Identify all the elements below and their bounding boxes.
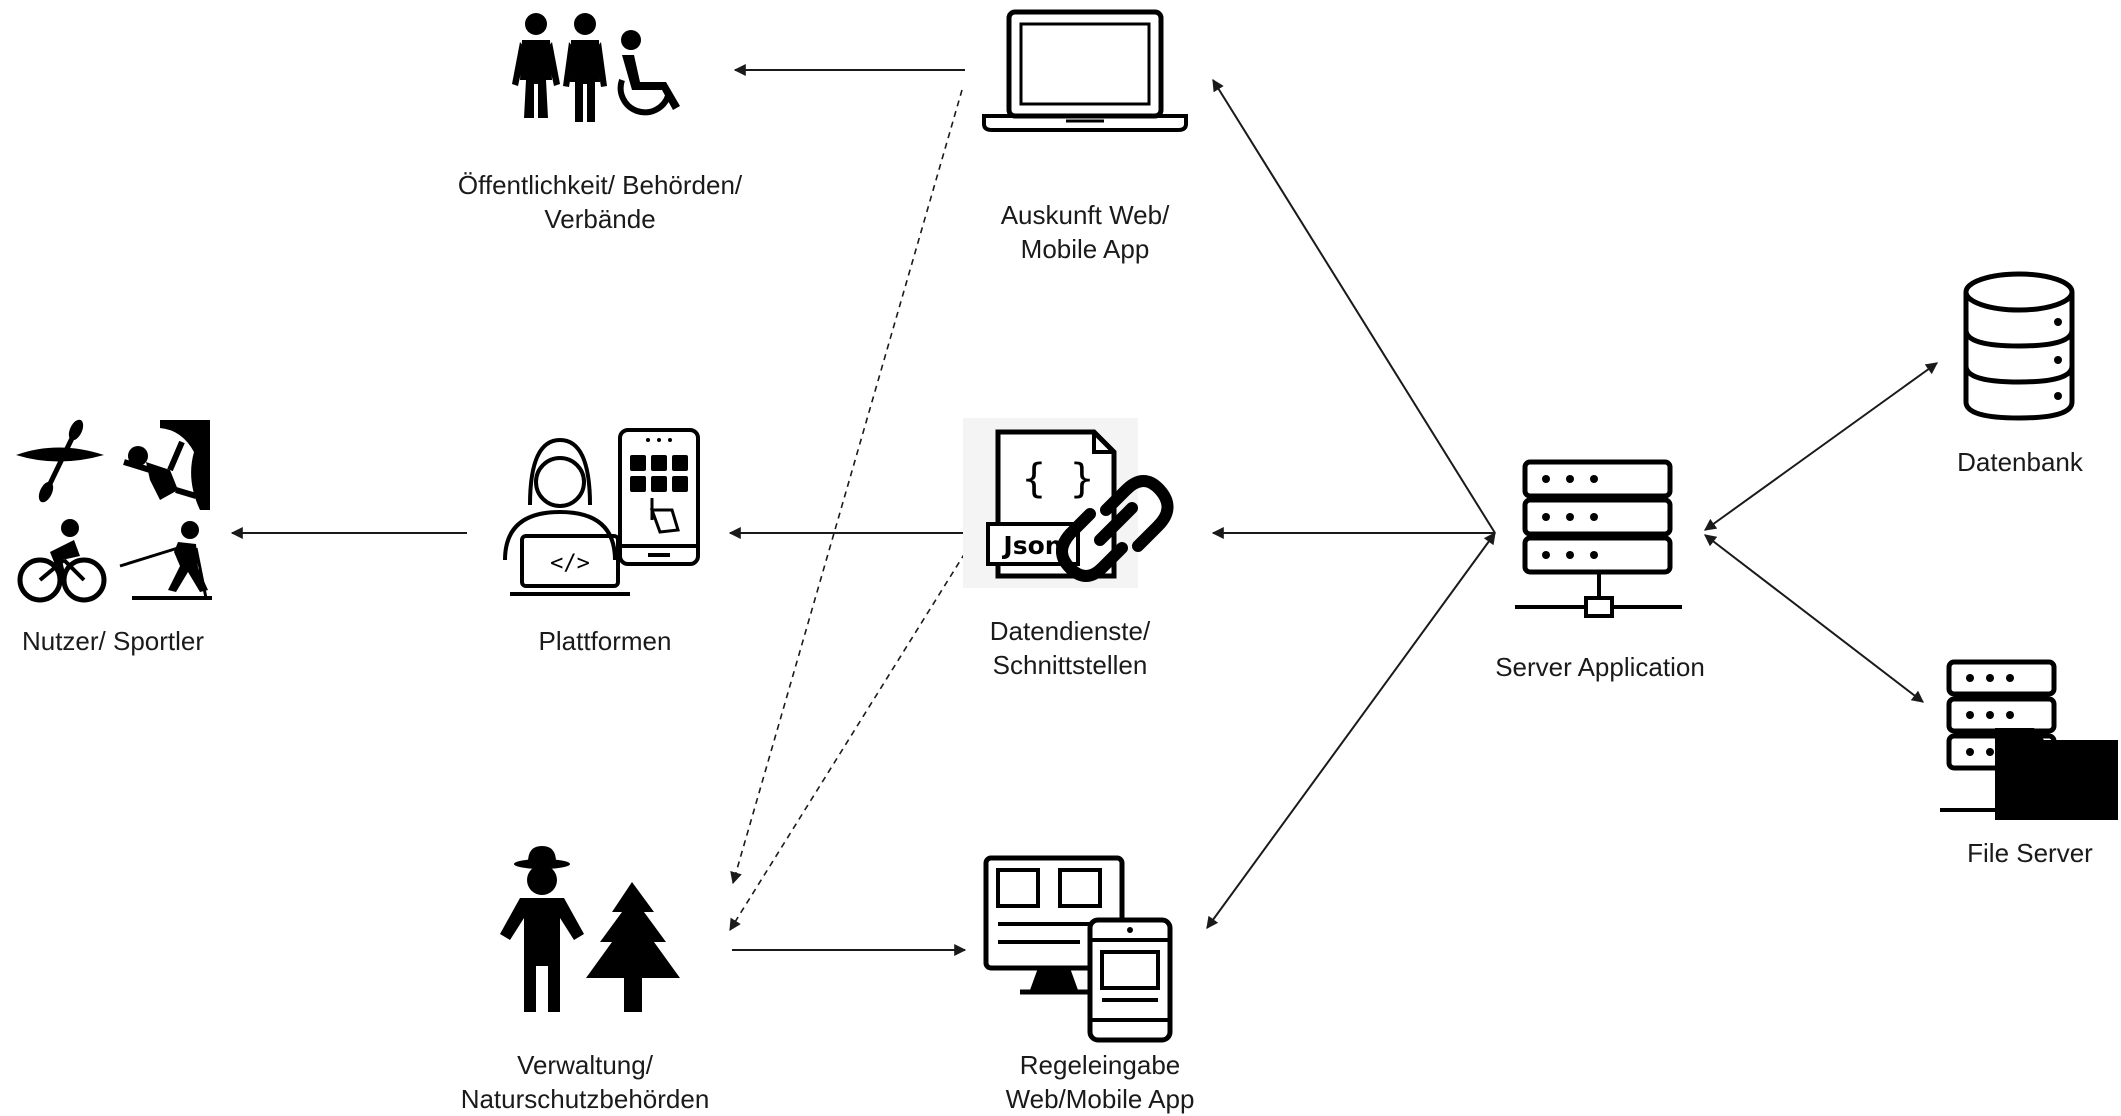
developer-platform-icon: </> [503,428,700,596]
braces-glyph: { } [1022,456,1094,502]
link-icon [1056,475,1174,582]
edge-server-to-auskunft [1212,78,1496,534]
edge-server-datenbank [1704,362,1938,531]
node-label-verwaltung: Verwaltung/ Naturschutzbehörden [440,1048,730,1116]
man-icon [563,13,607,122]
node-label-datenbank: Datenbank [1930,445,2110,479]
cycling-icon [17,519,107,603]
server-line1: Server Application [1495,652,1705,682]
json-badge: Json [1001,531,1062,560]
verwaltung-line1: Verwaltung/ [517,1050,653,1080]
public-people-icon [512,13,680,122]
edge-datendienste-to-verwaltung-dashed [729,552,966,932]
ranger-icon [500,846,584,1012]
edge-server-fileserver [1704,534,1924,703]
regeleingabe-line2: Web/Mobile App [1005,1084,1195,1114]
nutzer-line1: Nutzer/ Sportler [21,626,205,656]
regeleingabe-line1: Regeleingabe [1019,1050,1181,1080]
wheelchair-user-icon [617,30,680,116]
edges [230,64,1938,956]
plattformen-line1: Plattformen [538,626,672,656]
tree-icon [586,882,680,1012]
node-label-oeffentlichkeit: Öffentlichkeit/ Behörden/ Verbände [410,168,790,236]
fileserver-line1: File Server [1967,838,2093,868]
database-icon [1963,271,2075,421]
climbing-icon [123,420,210,510]
svg-text:</>: </> [550,551,590,576]
edge-server-regeleingabe [1206,532,1496,929]
node-label-fileserver: File Server [1940,836,2120,870]
edge-auskunft-to-verwaltung-dashed [730,89,963,885]
auskunft-line1: Auskunft Web/ [1000,200,1170,230]
ranger-tree-icon [500,846,680,1012]
oeffentlichkeit-line2: Verbände [544,204,656,234]
laptop-icon [982,9,1188,132]
json-api-icon: { } Json [963,418,1174,588]
datendienste-line1: Datendienste/ [989,616,1151,646]
oeffentlichkeit-line1: Öffentlichkeit/ Behörden/ [457,170,743,200]
woman-icon [512,13,560,118]
node-label-nutzer: Nutzer/ Sportler [0,624,226,658]
sports-icon [16,419,212,603]
node-label-server: Server Application [1460,650,1740,684]
datendienste-line2: Schnittstellen [992,650,1148,680]
datenbank-line1: Datenbank [1957,447,2083,477]
node-label-plattformen: Plattformen [480,624,730,658]
folder-icon [1995,728,2118,820]
file-server-icon [1940,659,2118,820]
node-label-regeleingabe: Regeleingabe Web/Mobile App [950,1048,1250,1116]
auskunft-line2: Mobile App [1020,234,1150,264]
node-label-auskunft: Auskunft Web/ Mobile App [930,198,1240,266]
server-icon [1515,459,1682,618]
verwaltung-line2: Naturschutzbehörden [460,1084,710,1114]
cross-country-skiing-icon [119,521,212,600]
node-label-datendienste: Datendienste/ Schnittstellen [920,614,1220,682]
desktop-mobile-icon [983,855,1173,1043]
kayak-icon [16,419,104,503]
